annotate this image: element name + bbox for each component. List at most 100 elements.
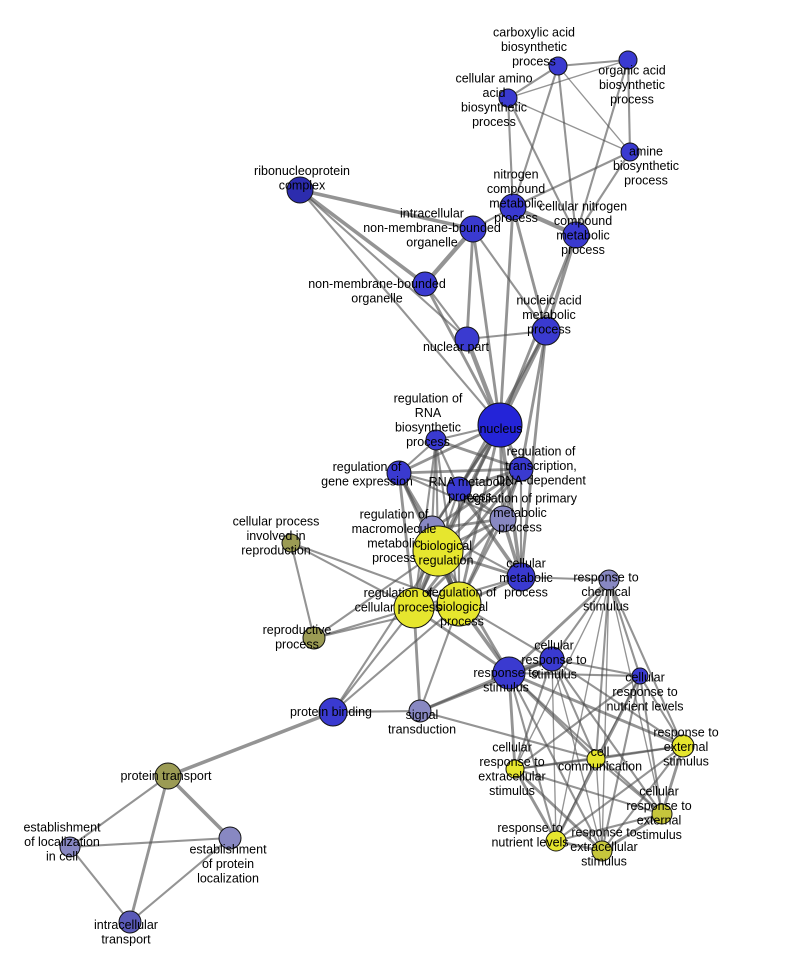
graph-edge: [557, 65, 631, 153]
graph-node-cellular-amino-acid-biosynthetic-process[interactable]: [498, 88, 518, 108]
graph-edge: [331, 602, 461, 714]
graph-edge: [289, 541, 316, 640]
graph-node-cellular-response-to-extracellular-stimulus[interactable]: [505, 759, 525, 779]
graph-node-response-to-external-stimulus[interactable]: [671, 734, 695, 758]
graph-edge: [555, 758, 597, 842]
graph-node-cellular-response-to-nutrient-levels[interactable]: [631, 667, 649, 685]
graph-edge: [600, 812, 664, 853]
graph-edge: [550, 657, 598, 761]
graph-node-regulation-of-transcription-dna-dependent[interactable]: [508, 456, 534, 482]
graph-edge: [506, 64, 560, 100]
graph-node-response-to-nutrient-levels[interactable]: [545, 830, 567, 852]
graph-node-response-to-extracellular-stimulus[interactable]: [591, 840, 613, 862]
graph-node-protein-transport[interactable]: [154, 762, 182, 790]
graph-edge: [513, 767, 558, 843]
graph-node-organic-acid-biosynthetic-process[interactable]: [618, 50, 638, 70]
graph-edge: [471, 227, 548, 333]
graph-node-nucleus[interactable]: [477, 402, 523, 448]
graph-node-establishment-of-protein-localization[interactable]: [218, 826, 242, 850]
graph-node-intracellular-non-membrane-bounded-organelle[interactable]: [459, 215, 487, 243]
graph-node-regulation-of-rna-biosynthetic-process[interactable]: [425, 429, 447, 451]
graph-edge: [574, 150, 632, 237]
graph-edge: [331, 709, 422, 714]
graph-edge: [507, 671, 604, 853]
graph-edge: [574, 58, 630, 237]
graph-edge: [555, 579, 610, 842]
graph-edge: [519, 329, 548, 471]
graph-node-amine-biosynthetic-process[interactable]: [620, 142, 640, 162]
graph-node-nitrogen-compound-metabolic-process[interactable]: [499, 193, 527, 221]
graph-edge: [506, 96, 578, 237]
graph-node-cellular-response-to-stimulus[interactable]: [539, 646, 565, 672]
graph-edge: [550, 578, 611, 661]
graph-edge: [638, 674, 685, 748]
graph-node-signal-transduction[interactable]: [408, 699, 432, 723]
graph-node-regulation-of-cellular-process[interactable]: [393, 587, 435, 629]
graph-node-regulation-of-primary-metabolic-process[interactable]: [489, 505, 517, 533]
graph-edge: [626, 58, 632, 154]
graph-node-nuclear-part[interactable]: [454, 326, 480, 352]
graph-node-nucleic-acid-metabolic-process[interactable]: [531, 316, 561, 346]
graph-node-cellular-nitrogen-compound-metabolic-process[interactable]: [562, 221, 590, 249]
graph-edge: [551, 658, 603, 852]
node-label-protein-binding: protein binding: [290, 705, 372, 719]
graph-node-ribonucleoprotein-complex[interactable]: [286, 176, 314, 204]
graph-node-cellular-metabolic-process[interactable]: [506, 562, 536, 592]
graph-node-protein-binding[interactable]: [318, 697, 348, 727]
graph-edge: [595, 758, 603, 852]
graph-edge: [519, 575, 611, 582]
graph-edge: [594, 757, 664, 816]
graph-edge: [507, 59, 629, 99]
graph-edge: [513, 757, 598, 771]
graph-edge: [331, 606, 416, 714]
graph-node-non-membrane-bounded-organelle[interactable]: [412, 271, 438, 297]
graph-node-response-to-stimulus[interactable]: [492, 656, 526, 690]
graph-node-rna-metabolic-process[interactable]: [446, 476, 472, 502]
graph-edge: [465, 227, 475, 341]
graph-edge: [298, 188, 469, 341]
graph-edge: [434, 438, 523, 471]
graph-node-carboxylic-acid-biosynthetic-process[interactable]: [548, 56, 568, 76]
graph-node-cellular-response-to-external-stimulus[interactable]: [651, 803, 673, 825]
graph-node-intracellular-transport[interactable]: [118, 910, 142, 934]
graph-edge: [511, 150, 632, 209]
graph-edge: [289, 541, 416, 610]
graph-node-biological-regulation[interactable]: [412, 525, 464, 577]
graph-edge: [600, 674, 642, 853]
graph-node-regulation-of-biological-process[interactable]: [436, 581, 482, 627]
graph-node-reproductive-process[interactable]: [302, 626, 326, 650]
graph-node-regulation-of-gene-expression[interactable]: [386, 460, 412, 486]
graph-node-response-to-chemical-stimulus[interactable]: [598, 569, 620, 591]
graph-node-establishment-of-localization-in-cell[interactable]: [59, 836, 81, 858]
graph-node-cellular-process-involved-in-reproduction[interactable]: [281, 533, 301, 553]
node-label-nuclear-part: nuclear part: [423, 340, 490, 354]
graph-edge: [128, 774, 170, 924]
graph-edge: [289, 541, 461, 606]
graph-node-cell-communication[interactable]: [586, 749, 606, 769]
node-label-nucleus: nucleus: [479, 422, 522, 436]
graph-edge: [423, 282, 502, 427]
graph-edge: [556, 58, 630, 68]
graph-edge: [507, 671, 642, 678]
